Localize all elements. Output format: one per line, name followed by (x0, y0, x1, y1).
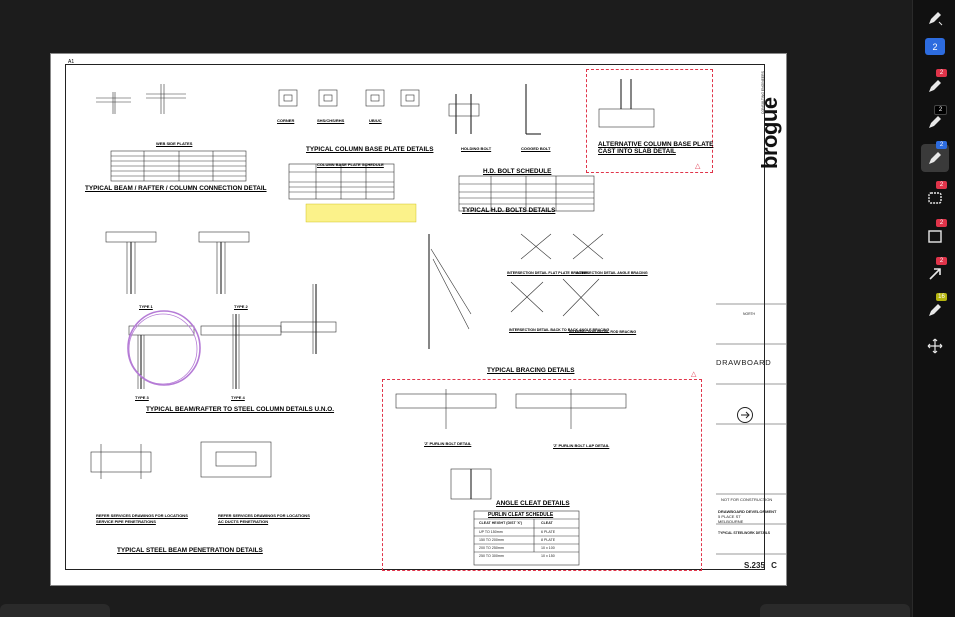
highlighter-badge: 16 (936, 293, 947, 301)
toolbar-pen-black[interactable]: 2 (921, 105, 949, 136)
purlin-row-2-b: 8 PLATE (541, 538, 556, 542)
drawboard-logo-text: DRAWBOARD (716, 358, 772, 367)
title-holding-bolt: HOLDING BOLT (461, 146, 492, 151)
title-hd-bolt-schedule: H.D. BOLT SCHEDULE (483, 168, 552, 175)
title-cogged-bolt: COGGED BOLT (521, 146, 551, 151)
title-bracing: TYPICAL BRACING DETAILS (487, 367, 575, 374)
project-address-2: MELBOURNE (718, 519, 744, 525)
bottom-right-control[interactable] (760, 604, 910, 617)
title-beam-rafter-column: TYPICAL BEAM / RAFTER / COLUMN CONNECTIO… (85, 185, 267, 192)
revision-cloud-angle-cleat[interactable] (382, 379, 702, 571)
title-shs-rhs: SHS/CHS/RHS (317, 118, 345, 123)
bottom-left-control[interactable] (0, 604, 110, 617)
sheet-border (65, 64, 765, 570)
toolbar-rectangle[interactable]: 2 (921, 219, 949, 250)
title-type1: TYPE 1 (139, 304, 153, 309)
title-column-base-schedule: COLUMN BASE PLATE SCHEDULE (317, 162, 384, 167)
title-service-pipe: SERVICE PIPE PENETRATIONS (96, 519, 156, 524)
arrow-icon (929, 268, 941, 280)
project-name: DRAWBOARD DEVELOPMENT (718, 509, 777, 514)
purlin-row-3-b: 10 x 100 (541, 546, 555, 550)
title-penetration: TYPICAL STEEL BEAM PENETRATION DETAILS (117, 547, 263, 554)
toolbar-pen-red[interactable]: 2 (921, 69, 949, 100)
purlin-row-4-b: 10 x 150 (541, 554, 555, 558)
title-intersection-angle: INTERSECTION DETAIL ANGLE BRACING (576, 271, 648, 275)
purple-circle-markup (127, 310, 201, 386)
revision-cloud-base-plate[interactable] (586, 69, 713, 173)
purlin-row-2-a: 150 TO 200mm (479, 538, 504, 542)
toolbar-move[interactable] (921, 332, 949, 360)
rectangle-icon (928, 230, 942, 243)
toolbar-cloud[interactable]: 2 (921, 181, 949, 212)
title-refer-services-pipe: REFER SERVICES DRAWINGS FOR LOCATIONS (96, 513, 188, 518)
purlin-table-header-2: CLEAT (541, 521, 553, 525)
purlin-row-3-a: 200 TO 250mm (479, 546, 504, 550)
drawing-no: S.235 (744, 561, 765, 570)
title-ac-duct: AC DUCTS PENETRATION (218, 519, 269, 524)
title-angle-cleat: ANGLE CLEAT DETAILS (496, 500, 570, 507)
page-count-badge[interactable]: 2 (925, 38, 945, 55)
north-label: NORTH (743, 312, 755, 316)
title-column-base-plate: TYPICAL COLUMN BASE PLATE DETAILS (306, 146, 434, 153)
cloud-badge: 2 (936, 181, 947, 189)
title-corner: CORNER (277, 118, 295, 123)
purlin-row-4-a: 250 TO 300mm (479, 554, 504, 558)
title-web-side-plates: WEB SIDE PLATES (156, 141, 193, 146)
purlin-row-1-b: 6 PLATE (541, 530, 556, 534)
toolbar-highlighter[interactable]: 16 (921, 293, 949, 324)
toolbar-pen-blue[interactable]: 2 (921, 141, 949, 172)
drawing-viewer[interactable]: A1 (0, 0, 912, 617)
drawing-linework (90, 79, 786, 566)
pen-icon (929, 116, 941, 128)
brand-subtitle: CONSULTING ENGINEERS (761, 71, 765, 114)
pen-red-badge: 2 (936, 69, 947, 77)
title-refer-services-ac: REFER SERVICES DRAWINGS FOR LOCATIONS (218, 513, 310, 518)
pen-icon (929, 12, 943, 26)
north-arrow-icon (737, 407, 753, 423)
purlin-row-1-a: UP TO 150mm (479, 530, 503, 534)
title-beam-steel-column: TYPICAL BEAM/RAFTER TO STEEL COLUMN DETA… (146, 406, 335, 413)
revision-marker: △ (695, 163, 701, 170)
project-info: DRAWBOARD DEVELOPMENT 5 PLACE ST MELBOUR… (718, 509, 776, 525)
title-alt-column-base-plate-2: CAST INTO SLAB DETAIL (598, 148, 676, 155)
pen-blue-badge: 2 (936, 141, 947, 149)
title-intersection-b2b: INTERSECTION DETAIL BACK TO BACK ANGLE B… (509, 328, 610, 332)
title-purlin-cleat-schedule: PURLIN CLEAT SCHEDULE (488, 512, 554, 518)
title-type2: TYPE 2 (234, 304, 248, 309)
pen-select-tool[interactable] (921, 4, 949, 32)
rectangle-badge: 2 (936, 219, 947, 227)
project-address-1: 5 PLACE ST (718, 514, 741, 520)
sheet-size-label: A1 (68, 59, 75, 65)
arrow-badge: 2 (936, 257, 947, 265)
pen-icon (929, 152, 941, 164)
title-purlin-detail: 'Z' PURLIN BOLT DETAIL (424, 441, 472, 446)
title-purlin-lap-detail: 'Z' PURLIN BOLT LAP DETAIL (553, 443, 610, 448)
title-type4: TYPE 4 (231, 395, 245, 400)
title-alt-column-base-plate: ALTERNATIVE COLUMN BASE PLATE (598, 141, 714, 148)
pen-icon (929, 80, 941, 92)
title-intersection-flat: INTERSECTION DETAIL FLAT PLATE BRACING (507, 271, 588, 275)
title-uc-ub: UB/UC (369, 118, 382, 123)
highlighter-icon (929, 304, 941, 316)
cloud-shape-icon (928, 192, 942, 204)
revision-marker: △ (691, 371, 697, 378)
markup-toolbar: 2 2 2 2 2 2 2 16 (912, 0, 955, 617)
title-typical-hd-bolts: TYPICAL H.D. BOLTS DETAILS (462, 207, 556, 214)
toolbar-arrow[interactable]: 2 (921, 257, 949, 288)
drawing-sheet[interactable]: A1 (50, 53, 787, 586)
drawing-title: TYPICAL STEELWORK DETAILS (718, 531, 771, 535)
drawing-number: S.235 C (744, 561, 777, 570)
not-for-construction: NOT FOR CONSTRUCTION (721, 497, 773, 502)
pen-black-badge: 2 (934, 105, 947, 115)
title-intersection-rod: INTERSECTION DETAIL ROD BRACING (569, 330, 637, 334)
drawing-revision: C (771, 561, 777, 570)
title-type3: TYPE 3 (135, 395, 149, 400)
purlin-table-header-1: CLEAT HEIGHT (DIST 'X') (479, 521, 522, 525)
move-icon (927, 338, 943, 354)
